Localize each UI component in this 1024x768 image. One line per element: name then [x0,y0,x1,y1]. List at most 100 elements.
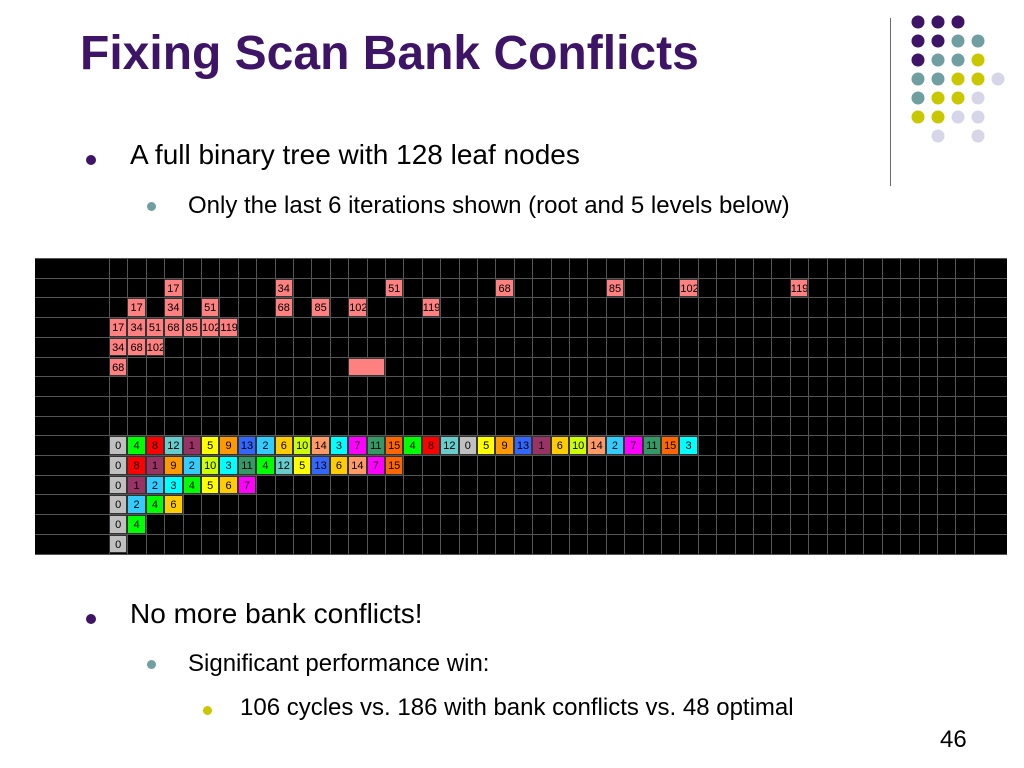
grid-line [35,455,1007,456]
grid-line [35,494,1007,496]
grid-line [845,258,846,554]
decorative-dot [951,53,965,67]
grid-line [35,415,1007,417]
decorative-dot [911,15,925,29]
bullet-dot-icon [203,706,212,715]
grid-line [201,258,202,554]
grid-cell: 8 [421,436,441,455]
grid-cell: 34 [109,337,128,357]
grid-cell: 7 [624,436,643,455]
grid-line [366,258,368,554]
decorative-dot [931,34,945,48]
bullet-dot-icon [147,660,156,669]
grid-line [35,533,1007,535]
grid-line [661,258,662,554]
decorative-dot [971,53,985,67]
grid-line [403,258,405,554]
grid-line [532,258,534,554]
grid-cell: 2 [145,475,165,495]
grid-line [771,258,773,554]
grid-line [35,356,1007,358]
grid-cell: 15 [385,436,404,455]
grid-line [513,258,515,554]
grid-cell: 8 [145,436,165,455]
grid-cell: 0 [458,436,477,455]
grid-line [973,258,975,554]
grid-cell: 68 [109,357,128,377]
grid-cell: 0 [109,436,128,455]
decorative-dot [911,34,925,48]
grid-cell: 5 [293,456,312,475]
bullet-2-sub-1: Significant performance win: [188,650,490,677]
grid-cell: 3 [219,456,238,475]
grid-line [808,258,810,554]
grid-cell: 11 [237,456,257,475]
grid-cell: 102 [145,337,165,357]
grid-cell: 9 [219,436,238,455]
grid-cell: 0 [109,515,128,534]
grid-line [329,258,331,554]
grid-cell: 102 [679,278,698,298]
decorative-dot [971,91,985,105]
grid-cell: 5 [201,436,220,455]
grid-line [440,258,442,554]
grid-cell: 8 [127,456,146,475]
decorative-dot [911,91,925,105]
grid-cell: 68 [164,318,183,337]
decorative-dot [911,110,925,124]
grid-cell: 6 [219,475,238,495]
grid-line [35,435,1007,437]
decorative-dot [931,91,945,105]
grid-cell: 1 [145,456,165,475]
grid-line [679,258,681,554]
bullet-dot-icon [147,202,156,211]
grid-cell: 11 [366,436,385,455]
decorative-dot [951,15,965,29]
grid-cell: 4 [403,436,422,455]
grid-line [109,258,110,554]
grid-line [35,553,1007,555]
grid-line [35,297,1007,299]
decorative-dot-pattern [911,15,1005,143]
grid-line [918,258,920,554]
grid-cell: 102 [201,318,220,337]
grid-cell: 0 [109,534,128,554]
grid-cell: 13 [237,436,257,455]
grid-cell: 85 [605,278,625,298]
grid-cell: 15 [661,436,680,455]
grid-cell: 6 [550,436,569,455]
grid-line [145,258,147,554]
decorative-dot [931,110,945,124]
grid-cell: 4 [145,495,165,515]
grid-cell: 102 [348,298,367,318]
grid-line [605,258,607,554]
grid-cell: 4 [127,515,146,534]
grid-line [495,258,497,554]
grid-line [900,258,902,554]
grid-cell: 119 [789,278,809,298]
decorative-dot [951,91,965,105]
grid-line [753,258,754,554]
grid-line [642,258,644,554]
grid-cell: 4 [182,475,201,495]
grid-line [274,258,276,554]
slide-title: Fixing Scan Bank Conflicts [80,27,699,80]
grid-cell: 6 [274,436,293,455]
grid-line [734,258,736,554]
grid-cell: 14 [587,436,606,455]
grid-cell: 1 [182,436,201,455]
grid-cell: 0 [109,456,128,475]
grid-line [477,258,478,554]
grid-line [35,277,1007,279]
grid-cell: 0 [109,475,128,495]
grid-line [587,258,589,554]
bullet-1-sub-1: Only the last 6 iterations shown (root a… [188,192,790,219]
decorative-dot [931,129,945,143]
grid-cell: 10 [293,436,312,455]
grid-line [35,474,1007,476]
grid-cell: 6 [329,456,349,475]
bullet-1: A full binary tree with 128 leaf nodes [130,139,580,170]
grid-cell: 51 [201,298,220,318]
decorative-dot [931,72,945,86]
